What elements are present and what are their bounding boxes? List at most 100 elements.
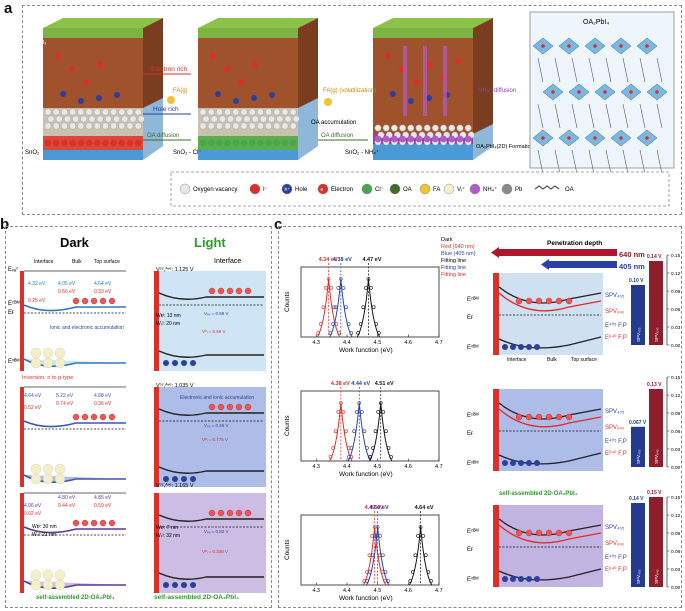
x-axis-label: Work function (eV) [339, 595, 393, 602]
sno2-cl-layer-label: SnO₂ - Cl⁻ [173, 150, 202, 156]
axes-frame [300, 390, 440, 462]
vacancy-dot [69, 108, 76, 116]
x-tick-label: 4.5 [374, 340, 382, 346]
electron-dot [99, 519, 107, 527]
interface-bar [20, 493, 24, 593]
peak-label: 4.49 eV [365, 505, 384, 511]
r3-voc: Vᵒᶜ,ᴬᵛᵉ: 1.165 V [156, 481, 194, 489]
penetration-red: 640 nm [619, 250, 645, 259]
layer-dot [281, 139, 289, 147]
data-point [371, 446, 375, 450]
bar-category-label: SPV₆₄₀ [654, 449, 659, 464]
peak-label: 4.47 eV [362, 257, 381, 263]
layer-dot [61, 139, 68, 147]
vacancy-dot [240, 108, 248, 116]
fa-dot [167, 96, 175, 104]
vacancy-dot [224, 108, 232, 116]
x-tick-label: 4.6 [404, 464, 412, 470]
lattice-atom [541, 44, 545, 48]
vacancy-dot [240, 122, 248, 130]
vacancy-dot [30, 569, 42, 581]
vacancy-dot [265, 108, 273, 116]
particle-dots [44, 46, 475, 147]
data-point [324, 286, 328, 290]
x-tick-label: 4.7 [435, 340, 443, 346]
x-tick-label: 4.3 [312, 340, 320, 346]
lattice-atom [567, 44, 571, 48]
electron-dot [108, 297, 116, 305]
electron-dot [224, 66, 230, 72]
vacancy-dot [259, 115, 267, 123]
electron-dot [90, 413, 98, 421]
x-tick-label: 4.6 [404, 340, 412, 346]
data-point [328, 331, 333, 335]
electron-dot [545, 297, 553, 305]
device-stack-2 [198, 18, 318, 160]
electron-dot [90, 519, 98, 527]
r3-wsi2: Wₛᴵ: 32 nm [156, 533, 180, 539]
vacancy-dot [61, 122, 68, 130]
layer-dot [134, 139, 142, 147]
vacancy-dot [47, 115, 55, 123]
hole-dot [390, 91, 396, 97]
r3-v6: 0.59 eV [94, 503, 112, 509]
hole-dot [526, 344, 532, 350]
electron-dot [244, 403, 252, 411]
data-point [386, 579, 390, 583]
light-region [154, 493, 266, 593]
bar-value-label: 0.067 V [629, 420, 647, 426]
electron-dot [99, 297, 107, 305]
hole-dot [502, 576, 508, 582]
hole-dot [181, 476, 187, 482]
lattice-atom [593, 136, 597, 140]
hole-dot [233, 98, 239, 104]
electron-dot [555, 297, 563, 305]
vacancy-dot [54, 579, 66, 591]
fa-g-label: FA(g) [173, 88, 188, 94]
oa-chain [622, 103, 629, 129]
x-tick-label: 4.4 [343, 588, 351, 594]
data-point [337, 331, 341, 335]
electron-dot [244, 509, 252, 517]
r2-v6: 0.36 eV [94, 401, 112, 407]
vacancy-dot [54, 463, 66, 475]
r2-v1: 4.64 eV [24, 393, 42, 399]
fitting-curve [316, 278, 341, 338]
vacancy-dot [281, 122, 289, 130]
vacancy-dot [42, 347, 54, 359]
cbm-curve [158, 292, 264, 300]
axes-frame [300, 266, 440, 338]
layer-dot [224, 139, 232, 147]
electron-dot [108, 413, 116, 421]
oa-chain [588, 57, 595, 83]
panel-b-label: b [0, 216, 10, 233]
electron-dot [226, 287, 234, 295]
vacancy-dot [102, 122, 109, 130]
data-point [383, 570, 388, 574]
x-tick-label: 4.7 [435, 588, 443, 594]
layer-dot [415, 135, 423, 143]
legend-fit-blue: Fitting line [441, 265, 466, 271]
bar-tick-label: 0.15 [671, 375, 680, 381]
bar-tick-label: 0.12 [671, 271, 680, 277]
cbm-curve [158, 408, 264, 416]
vacancy-dot [382, 124, 390, 132]
data-point [331, 446, 335, 450]
cbm-red-curve [498, 292, 602, 312]
bar-tick-label: 0.03 [671, 567, 680, 573]
layer-dot [423, 135, 431, 143]
vacancy-dot [30, 357, 42, 369]
spv-bar [631, 285, 645, 345]
layer-dot [399, 135, 406, 143]
band-label-spv640: SPV₆₄₀ [605, 541, 625, 547]
r2-v2: 5.22 eV [56, 393, 74, 399]
data-point [360, 410, 364, 414]
electron-dot [99, 413, 107, 421]
vacancy-dot [113, 115, 121, 123]
oa-chain [656, 149, 663, 175]
data-point [358, 322, 363, 326]
r1-ef: Eғ [8, 310, 15, 316]
hole-dot [172, 360, 178, 366]
vacancy-dot [85, 108, 93, 116]
hole-dot [526, 576, 532, 582]
